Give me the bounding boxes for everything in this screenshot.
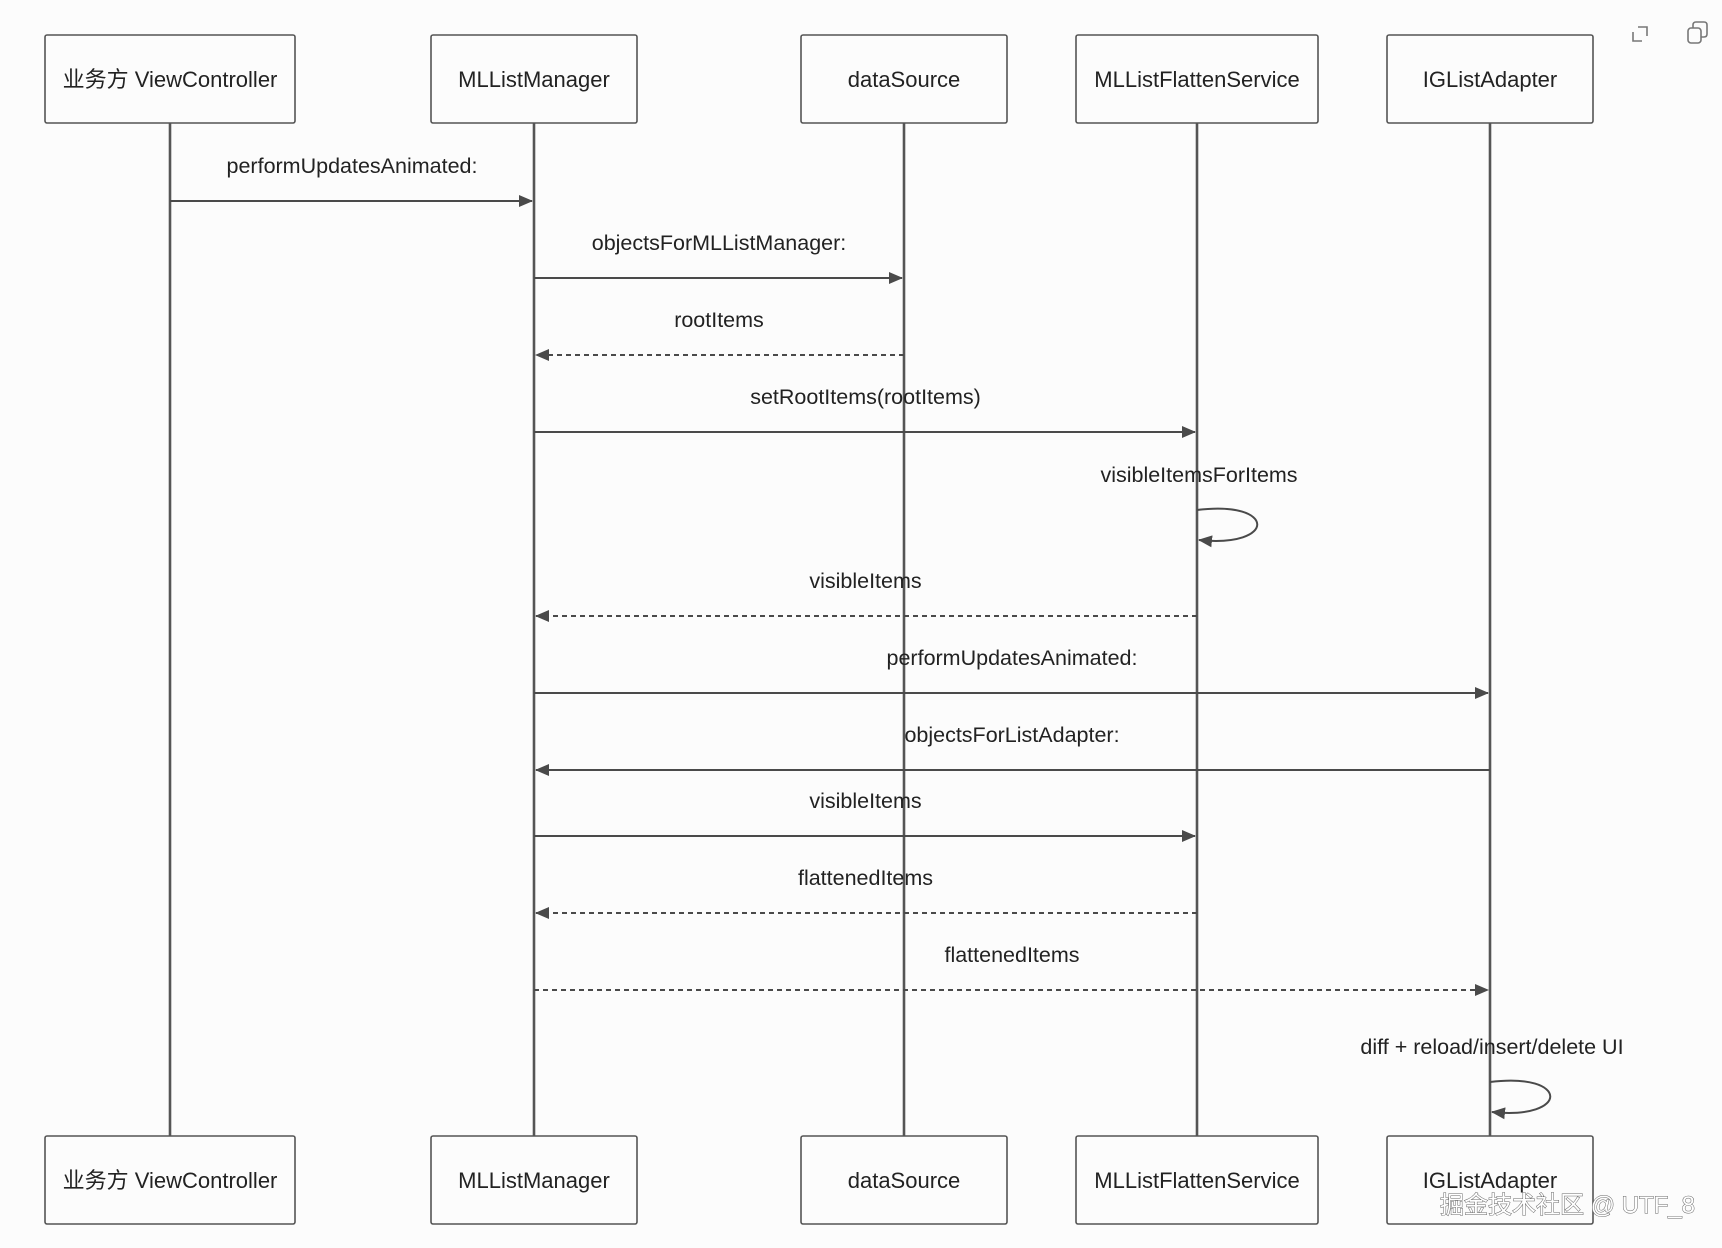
- actor-box-flat-top: MLListFlattenService: [1075, 34, 1319, 124]
- message-label: objectsForListAdapter:: [904, 723, 1119, 747]
- message-7: objectsForListAdapter:: [535, 723, 1490, 776]
- actor-box-adapter-top: IGListAdapter: [1386, 34, 1594, 124]
- actor-box-frame: [44, 1135, 296, 1225]
- actor-box-adapter-bottom: IGListAdapter: [1386, 1135, 1594, 1225]
- message-label: setRootItems(rootItems): [750, 385, 981, 409]
- actor-box-flat-bottom: MLListFlattenService: [1075, 1135, 1319, 1225]
- message-3: setRootItems(rootItems): [534, 385, 1196, 438]
- actor-label: MLListFlattenService: [1094, 1168, 1299, 1193]
- actor-label: MLListManager: [458, 67, 610, 92]
- message-label: diff + reload/insert/delete UI: [1360, 1035, 1623, 1059]
- message-10: flattenedItems: [534, 943, 1489, 996]
- actor-box-frame: [800, 1135, 1008, 1225]
- actor-box-mgr-top: MLListManager: [430, 34, 638, 124]
- message-label: rootItems: [674, 308, 764, 332]
- self-call-arrow: [1196, 507, 1259, 548]
- message-label: visibleItemsForItems: [1100, 463, 1297, 487]
- actor-box-vc-top: 业务方 ViewController: [44, 34, 296, 124]
- actor-box-frame: [1386, 1135, 1594, 1225]
- actor-label: IGListAdapter: [1423, 1168, 1558, 1193]
- message-label: flattenedItems: [798, 866, 933, 890]
- actor-label: 业务方 ViewController: [63, 67, 278, 92]
- message-1: objectsForMLListManager:: [534, 231, 903, 284]
- actor-box-frame: [1075, 1135, 1319, 1225]
- actor-box-frame: [1075, 34, 1319, 124]
- actor-box-ds-top: dataSource: [800, 34, 1008, 124]
- actor-box-ds-bottom: dataSource: [800, 1135, 1008, 1225]
- message-0: performUpdatesAnimated:: [170, 154, 533, 207]
- actor-label: dataSource: [848, 1168, 961, 1193]
- copy-icon[interactable]: [1687, 21, 1708, 44]
- actor-label: 业务方 ViewController: [63, 1168, 278, 1193]
- actor-box-mgr-bottom: MLListManager: [430, 1135, 638, 1225]
- actor-box-vc-bottom: 业务方 ViewController: [44, 1135, 296, 1225]
- message-5: visibleItems: [535, 569, 1197, 622]
- message-8: visibleItems: [534, 789, 1196, 842]
- actor-box-frame: [1386, 34, 1594, 124]
- message-label: visibleItems: [809, 789, 921, 813]
- actor-label: MLListFlattenService: [1094, 67, 1299, 92]
- actor-box-frame: [44, 34, 296, 124]
- actor-box-frame: [430, 1135, 638, 1225]
- actor-label: dataSource: [848, 67, 961, 92]
- message-label: performUpdatesAnimated:: [887, 646, 1138, 670]
- message-label: performUpdatesAnimated:: [227, 154, 478, 178]
- message-2: rootItems: [535, 308, 904, 361]
- expand-icon[interactable]: [1632, 26, 1648, 42]
- message-label: objectsForMLListManager:: [592, 231, 847, 255]
- actor-box-frame: [800, 34, 1008, 124]
- message-9: flattenedItems: [535, 866, 1197, 919]
- actor-label: IGListAdapter: [1423, 67, 1558, 92]
- self-call-arrow: [1489, 1079, 1552, 1120]
- watermark-text: 掘金技术社区 @ UTF_8: [1440, 1192, 1695, 1219]
- actor-label: MLListManager: [458, 1168, 610, 1193]
- message-label: flattenedItems: [944, 943, 1079, 967]
- actor-box-frame: [430, 34, 638, 124]
- message-label: visibleItems: [809, 569, 921, 593]
- message-11: diff + reload/insert/delete UI: [1360, 1035, 1624, 1120]
- message-6: performUpdatesAnimated:: [534, 646, 1489, 699]
- message-4: visibleItemsForItems: [1100, 463, 1298, 548]
